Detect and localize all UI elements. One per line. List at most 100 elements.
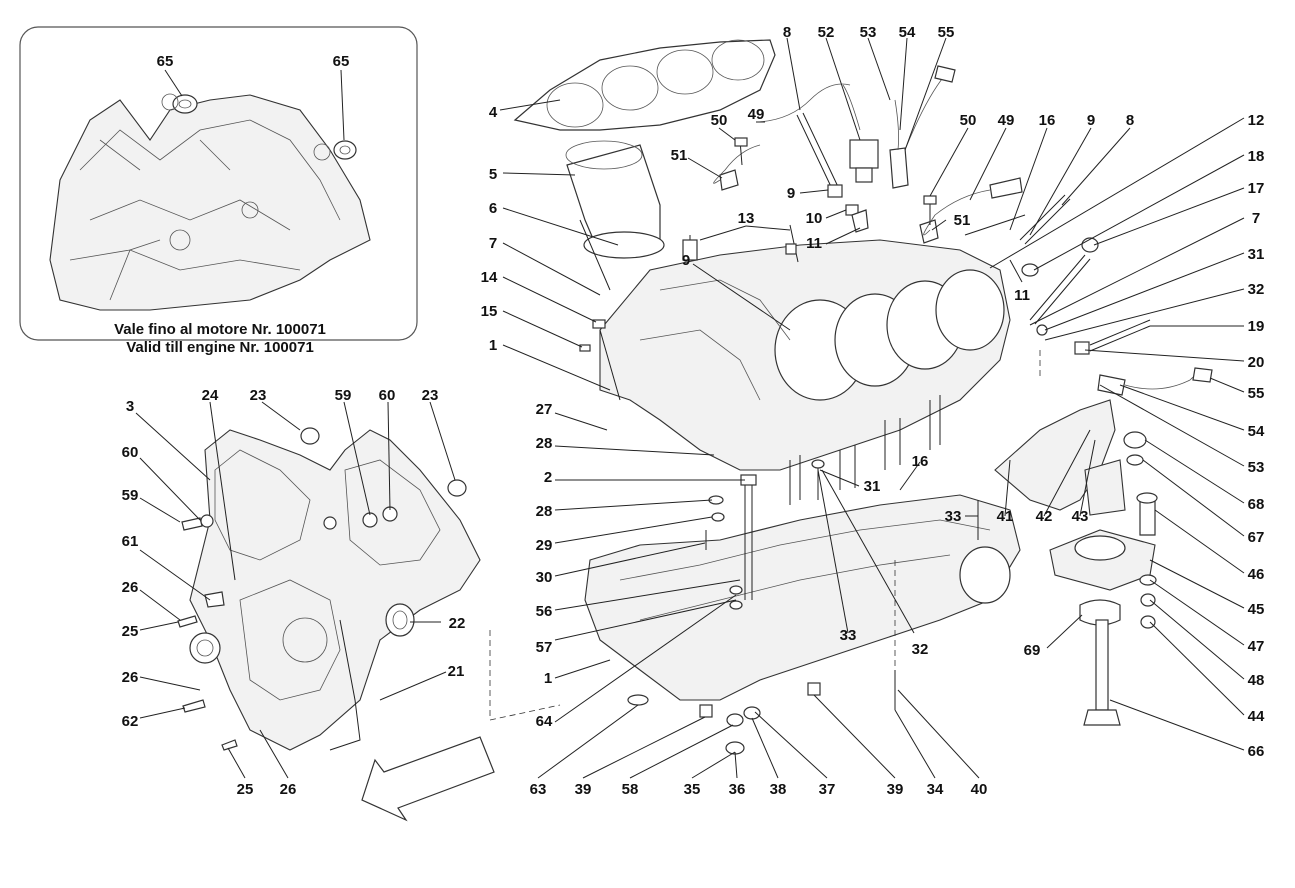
callout-27: 27 [536, 401, 553, 418]
callout-10: 10 [806, 210, 823, 227]
callout-57: 57 [536, 639, 553, 656]
callout-62: 62 [122, 713, 139, 730]
callout-45: 45 [1248, 601, 1265, 618]
callout-53: 53 [860, 24, 877, 41]
callout-55: 55 [938, 24, 955, 41]
inset-panel: 65 65 Vale fino al motore Nr. 100071 Val… [19, 26, 418, 356]
callout-29: 29 [536, 537, 553, 554]
callout-13: 13 [738, 210, 755, 227]
callout-31: 31 [1248, 246, 1265, 263]
callout-32: 32 [1248, 281, 1265, 298]
callout-37: 37 [819, 781, 836, 798]
callout-4: 4 [489, 104, 498, 121]
callout-34: 34 [927, 781, 944, 798]
callout-36: 36 [729, 781, 746, 798]
callout-26: 26 [280, 781, 297, 798]
callout-2: 2 [544, 469, 552, 486]
callout-69: 69 [1024, 642, 1041, 659]
callout-25: 25 [122, 623, 139, 640]
callout-43: 43 [1072, 508, 1089, 525]
callout-56: 56 [536, 603, 553, 620]
callout-26: 26 [122, 579, 139, 596]
callout-23: 23 [422, 387, 439, 404]
callout-25: 25 [237, 781, 254, 798]
engine-mount-drawing [994, 399, 1158, 726]
callout-7: 7 [1252, 210, 1260, 227]
callout-48: 48 [1248, 672, 1265, 689]
callout-51: 51 [671, 147, 688, 164]
callout-55: 55 [1248, 385, 1265, 402]
callout-68: 68 [1248, 496, 1265, 513]
callout-12: 12 [1248, 112, 1265, 129]
inset-note-english: Valid till engine Nr. 100071 [126, 339, 314, 356]
callout-49: 49 [748, 106, 765, 123]
callout-26: 26 [122, 669, 139, 686]
callout-6: 6 [489, 200, 497, 217]
callout-8: 8 [783, 24, 791, 41]
callout-39: 39 [887, 781, 904, 798]
callout-64: 64 [536, 713, 553, 730]
callout-16: 16 [912, 453, 929, 470]
callout-28: 28 [536, 503, 553, 520]
callout-63: 63 [530, 781, 547, 798]
top-sensors-drawing [682, 65, 1213, 396]
callout-54: 54 [1248, 423, 1265, 440]
callout-16: 16 [1039, 112, 1056, 129]
callout-28: 28 [536, 435, 553, 452]
callout-67: 67 [1248, 529, 1265, 546]
block-studs [789, 395, 941, 505]
callout-50: 50 [711, 112, 728, 129]
callout-labels: 3 24 23 59 60 23 60 59 61 26 25 22 26 21… [122, 24, 1265, 798]
callout-21: 21 [448, 663, 465, 680]
callout-1: 1 [489, 337, 497, 354]
callout-33: 33 [840, 627, 857, 644]
callout-42: 42 [1036, 508, 1053, 525]
callout-58: 58 [622, 781, 639, 798]
callout-3: 3 [126, 398, 134, 415]
engine-block-drawing [489, 39, 1041, 755]
callout-32: 32 [912, 641, 929, 658]
callout-11: 11 [1014, 287, 1030, 304]
callout-61: 61 [122, 533, 139, 550]
callout-52: 52 [818, 24, 835, 41]
inset-timing-cover-drawing [49, 94, 371, 311]
callout-22: 22 [449, 615, 466, 632]
leader-lines [135, 37, 1245, 779]
callout-35: 35 [684, 781, 701, 798]
callout-24: 24 [202, 387, 219, 404]
callout-7: 7 [489, 235, 497, 252]
callout-15: 15 [481, 303, 498, 320]
callout-60: 60 [379, 387, 396, 404]
callout-41: 41 [997, 508, 1014, 525]
callout-40: 40 [971, 781, 988, 798]
callout-59: 59 [335, 387, 352, 404]
callout-33: 33 [945, 508, 962, 525]
callout-11: 11 [806, 235, 822, 252]
callout-53: 53 [1248, 459, 1265, 476]
inset-seal-rings [161, 93, 357, 161]
callout-30: 30 [536, 569, 553, 586]
callout-1: 1 [544, 670, 552, 687]
callout-14: 14 [481, 269, 498, 286]
callout-31: 31 [864, 478, 881, 495]
callout-65-left: 65 [157, 53, 174, 70]
callout-39: 39 [575, 781, 592, 798]
callout-46: 46 [1248, 566, 1265, 583]
inset-note-italian: Vale fino al motore Nr. 100071 [114, 321, 326, 338]
callout-9: 9 [682, 252, 690, 269]
callout-9: 9 [787, 185, 795, 202]
callout-5: 5 [489, 166, 497, 183]
callout-18: 18 [1248, 148, 1265, 165]
callout-54: 54 [899, 24, 916, 41]
callout-66: 66 [1248, 743, 1265, 760]
callout-19: 19 [1248, 318, 1265, 335]
callout-23: 23 [250, 387, 267, 404]
timing-cover-drawing [177, 427, 481, 751]
callout-20: 20 [1248, 354, 1265, 371]
callout-9: 9 [1087, 112, 1095, 129]
callout-47: 47 [1248, 638, 1265, 655]
callout-59: 59 [122, 487, 139, 504]
callout-17: 17 [1248, 180, 1265, 197]
callout-50: 50 [960, 112, 977, 129]
